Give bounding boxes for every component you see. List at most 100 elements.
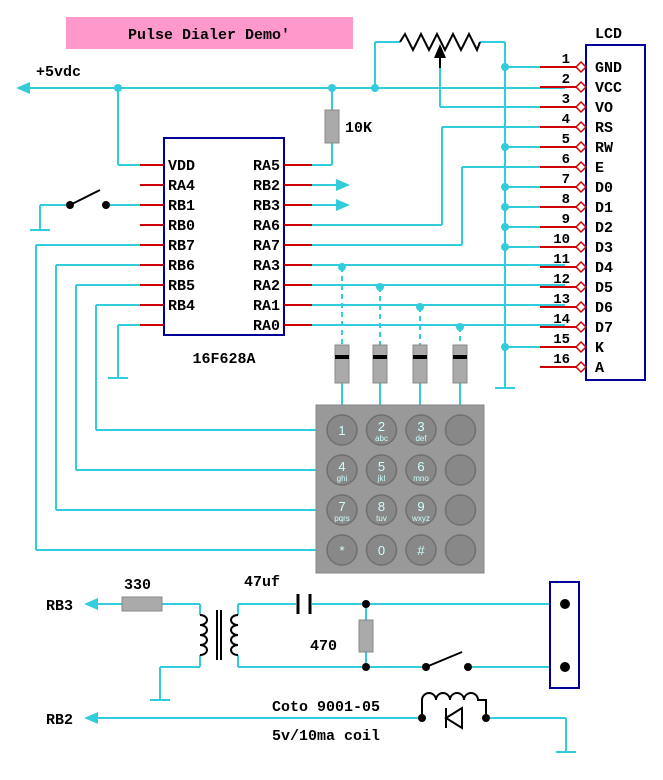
key-button[interactable] bbox=[365, 454, 398, 486]
key-letters: pqrs bbox=[334, 514, 350, 523]
lcd-pin-name: A bbox=[595, 360, 604, 377]
key-button[interactable] bbox=[405, 414, 437, 446]
key-digit: 1 bbox=[338, 423, 345, 438]
key-button[interactable] bbox=[326, 454, 358, 486]
lcd-pin-number: 8 bbox=[562, 192, 570, 208]
key-button[interactable] bbox=[405, 534, 437, 566]
pin-label-ra3: RA3 bbox=[253, 258, 280, 275]
pin-label-rb6: RB6 bbox=[168, 258, 195, 275]
lcd-pin-terminal bbox=[574, 240, 588, 254]
lcd-pin-number: 7 bbox=[562, 172, 570, 188]
diodes bbox=[334, 344, 468, 384]
pin-label-ra4: RA4 bbox=[168, 178, 195, 195]
phone-line-terminal bbox=[549, 581, 580, 689]
junction-cap bbox=[362, 600, 370, 608]
lcd-pin-number: 1 bbox=[562, 52, 570, 68]
key-button[interactable] bbox=[444, 454, 477, 486]
key-digit: 9 bbox=[417, 499, 424, 514]
key-button[interactable] bbox=[365, 534, 398, 566]
pin-label-ra5: RA5 bbox=[253, 158, 280, 175]
relay-input-label: RB2 bbox=[46, 712, 73, 729]
pin-label-rb1: RB1 bbox=[168, 198, 195, 215]
resistor-10k bbox=[324, 109, 340, 144]
key-button[interactable] bbox=[326, 534, 358, 566]
rb2-arrow bbox=[336, 179, 350, 191]
key-button[interactable] bbox=[444, 494, 477, 526]
lcd-pin-number: 10 bbox=[553, 232, 570, 248]
key-digit: 0 bbox=[378, 543, 385, 558]
lcd-pin-number: 9 bbox=[562, 212, 570, 228]
output-arrows bbox=[312, 184, 336, 206]
key-button[interactable] bbox=[365, 414, 398, 446]
resistor-10k-label: 10K bbox=[345, 120, 372, 137]
lcd-pin-name: K bbox=[595, 340, 604, 357]
pin-label-rb7: RB7 bbox=[168, 238, 195, 255]
key-0[interactable]: 0 bbox=[365, 534, 398, 566]
transformer bbox=[199, 610, 239, 660]
relay-coil bbox=[421, 692, 487, 718]
mcu-lcd-bus bbox=[312, 126, 565, 389]
audio-input-label: RB3 bbox=[46, 598, 73, 615]
resistor-470 bbox=[358, 619, 374, 653]
lcd-pin-name: D3 bbox=[595, 240, 613, 257]
key-blank-3[interactable] bbox=[444, 534, 477, 566]
lcd-pin-number: 16 bbox=[553, 352, 570, 368]
terminal-ring bbox=[560, 662, 570, 672]
key-button[interactable] bbox=[444, 534, 477, 566]
resistor-470-label: 470 bbox=[310, 638, 337, 655]
key-*[interactable]: * bbox=[326, 534, 358, 566]
capacitor-47uf-label: 47uf bbox=[244, 574, 280, 591]
key-blank-1[interactable] bbox=[444, 454, 477, 486]
rb2-in-arrow bbox=[84, 712, 98, 724]
lcd-pin-number: 13 bbox=[553, 292, 570, 308]
key-button[interactable] bbox=[405, 494, 437, 526]
key-button[interactable] bbox=[326, 494, 358, 526]
lcd-pin-number: 11 bbox=[553, 252, 570, 268]
terminal-tip bbox=[560, 599, 570, 609]
key-button[interactable] bbox=[405, 454, 437, 486]
lcd-pin-terminal bbox=[574, 300, 588, 314]
pin-label-rb2: RB2 bbox=[253, 178, 280, 195]
resistor-330 bbox=[121, 596, 163, 612]
pin-label-ra7: RA7 bbox=[253, 238, 280, 255]
key-1[interactable]: 1 bbox=[326, 414, 358, 446]
key-blank-2[interactable] bbox=[444, 494, 477, 526]
lcd-pin-terminal bbox=[574, 80, 588, 94]
capacitor-47uf bbox=[296, 594, 312, 614]
diagram-title: Pulse Dialer Demo' bbox=[128, 27, 290, 44]
lcd-pin-terminal bbox=[574, 360, 588, 374]
key-#[interactable]: # bbox=[405, 534, 437, 566]
key-button[interactable] bbox=[326, 414, 358, 446]
pin-label-rb0: RB0 bbox=[168, 218, 195, 235]
mcu-left-pin-labels: VDD RA4 RB1 RB0 RB7 RB6 RB5 RB4 bbox=[168, 158, 195, 315]
lcd-pin-number: 2 bbox=[562, 72, 570, 88]
key-digit: 3 bbox=[417, 419, 424, 434]
lcd-pin-name: GND bbox=[595, 60, 622, 77]
key-button[interactable] bbox=[444, 414, 477, 446]
lcd-pin-number: 3 bbox=[562, 92, 570, 108]
key-blank-0[interactable] bbox=[444, 414, 477, 446]
lcd-pin-terminal bbox=[574, 220, 588, 234]
key-digit: 4 bbox=[338, 459, 345, 474]
lcd-pin-name: D7 bbox=[595, 320, 613, 337]
key-button[interactable] bbox=[365, 494, 398, 526]
key-letters: abc bbox=[375, 434, 388, 443]
key-digit: # bbox=[417, 543, 425, 558]
